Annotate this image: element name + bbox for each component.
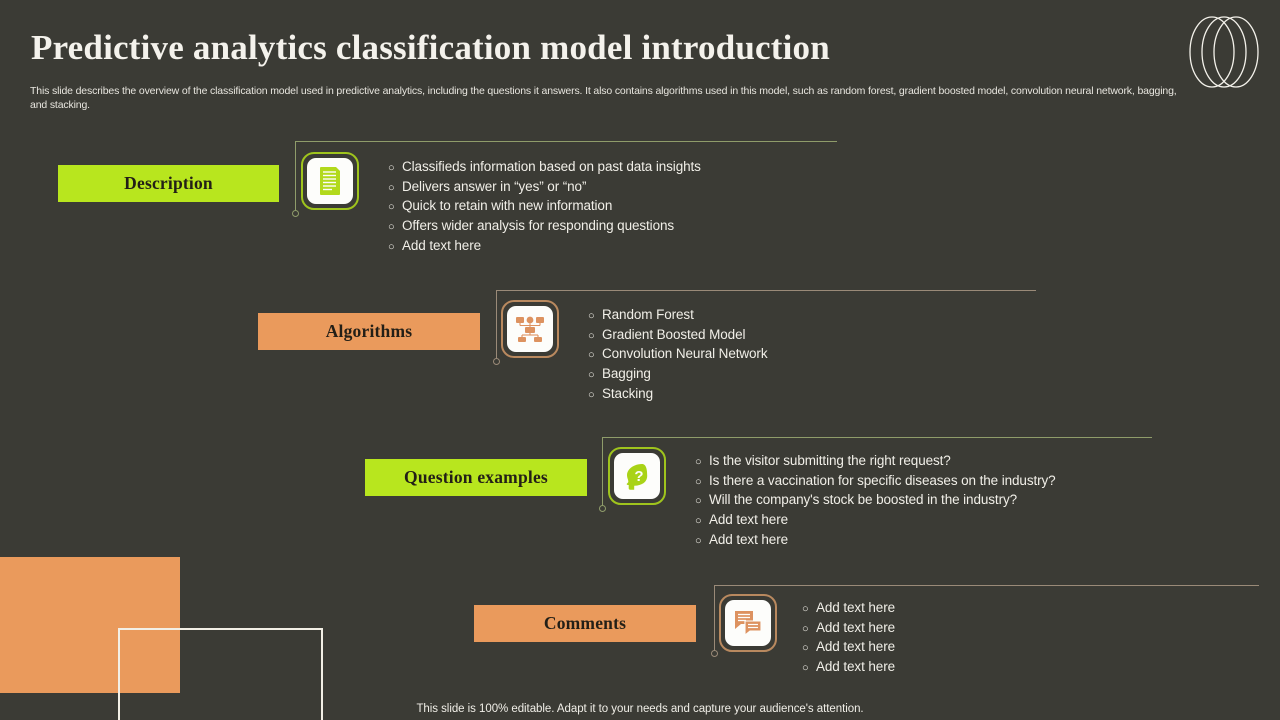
bullet-list-algorithms: ○ Random Forest ○ Gradient Boosted Model… xyxy=(588,306,768,405)
decorative-white-outline-square xyxy=(118,628,323,720)
icon-inner-description xyxy=(307,158,353,204)
three-overlapping-rings-logo xyxy=(1188,14,1260,90)
page-title: Predictive analytics classification mode… xyxy=(31,28,830,67)
bullet-list-comments: ○ Add text here ○ Add text here ○ Add te… xyxy=(802,599,895,678)
label-chip-algorithms[interactable]: Algorithms xyxy=(258,313,480,350)
list-item: ○ Random Forest xyxy=(588,306,767,326)
list-item: ○ Add text here xyxy=(802,638,895,658)
list-item: ○ Add text here xyxy=(695,511,1056,531)
list-item: ○ Add text here xyxy=(388,237,701,257)
list-item-label: Convolution Neural Network xyxy=(602,346,768,362)
bullet-marker-icon: ○ xyxy=(388,201,395,214)
bullet-marker-icon: ○ xyxy=(388,181,395,194)
list-item: ○ Will the company's stock be boosted in… xyxy=(695,491,1056,511)
list-item: ○ Delivers answer in “yes” or “no” xyxy=(388,178,701,198)
list-item-label: Bagging xyxy=(602,366,651,382)
bullet-marker-icon: ○ xyxy=(695,456,702,468)
bullet-list-description: ○ Classifieds information based on past … xyxy=(388,158,701,257)
list-item-label: Will the company's stock be boosted in t… xyxy=(709,492,1018,508)
bullet-marker-icon: ○ xyxy=(695,515,702,528)
list-item: ○ Quick to retain with new information xyxy=(388,197,701,217)
icon-tile-algorithms[interactable] xyxy=(501,300,559,358)
list-item: ○ Convolution Neural Network xyxy=(588,345,768,365)
list-item-label: Add text here xyxy=(709,531,789,547)
bullet-list-question-examples: ○ Is the visitor submitting the right re… xyxy=(695,452,1056,551)
bullet-marker-icon: ○ xyxy=(588,369,595,382)
list-item-label: Is there a vaccination for specific dise… xyxy=(709,472,1056,488)
icon-inner-comments xyxy=(725,600,771,646)
list-item-label: Add text here xyxy=(709,512,789,528)
list-item: ○ Is there a vaccination for specific di… xyxy=(695,472,1056,492)
bullet-marker-icon: ○ xyxy=(695,475,702,488)
svg-text:?: ? xyxy=(634,468,643,485)
list-item-label: Is the visitor submitting the right requ… xyxy=(709,453,951,468)
bullet-marker-icon: ○ xyxy=(802,603,809,615)
bullet-marker-icon: ○ xyxy=(802,642,809,655)
speech-bubbles-icon xyxy=(735,611,762,637)
list-item: ○ Offers wider analysis for responding q… xyxy=(388,217,701,237)
connector-bracket-comments xyxy=(711,585,1259,657)
bullet-marker-icon: ○ xyxy=(588,388,595,401)
list-item: ○ Bagging xyxy=(588,365,767,385)
icon-tile-description[interactable] xyxy=(301,152,359,210)
network-hierarchy-icon xyxy=(516,316,544,342)
list-item-label: Add text here xyxy=(816,659,896,675)
document-lines-icon xyxy=(320,167,340,195)
connector-dot-algorithms xyxy=(493,358,500,365)
list-item-label: Add text here xyxy=(816,619,896,635)
label-chip-question-examples[interactable]: Question examples xyxy=(365,459,587,496)
bullet-marker-icon: ○ xyxy=(695,534,702,547)
bullet-marker-icon: ○ xyxy=(388,162,395,174)
list-item-label: Offers wider analysis for responding que… xyxy=(402,218,675,234)
icon-inner-question-examples: ? xyxy=(614,453,660,499)
footer-note: This slide is 100% editable. Adapt it to… xyxy=(416,703,864,715)
icon-tile-question-examples[interactable]: ? xyxy=(608,447,666,505)
list-item-label: Random Forest xyxy=(602,307,694,322)
bullet-marker-icon: ○ xyxy=(802,622,809,635)
icon-tile-comments[interactable] xyxy=(719,594,777,652)
bullet-marker-icon: ○ xyxy=(588,349,595,362)
page-subtitle: This slide describes the overview of the… xyxy=(30,85,1177,111)
list-item: ○ Add text here xyxy=(695,531,1056,551)
connector-bracket-question-examples xyxy=(599,437,1152,512)
list-item-label: Gradient Boosted Model xyxy=(602,326,746,342)
list-item: ○ Classifieds information based on past … xyxy=(388,158,701,178)
connector-dot-comments xyxy=(711,650,718,657)
connector-bracket-algorithms xyxy=(493,290,1036,365)
bullet-marker-icon: ○ xyxy=(802,662,809,675)
list-item-label: Delivers answer in “yes” or “no” xyxy=(402,178,587,194)
bullet-marker-icon: ○ xyxy=(388,240,395,253)
list-item: ○ Add text here xyxy=(802,599,895,619)
list-item-label: Add text here xyxy=(402,237,482,253)
list-item-label: Quick to retain with new information xyxy=(402,198,613,214)
list-item-label: Classifieds information based on past da… xyxy=(402,159,701,174)
bullet-marker-icon: ○ xyxy=(388,221,395,234)
list-item: ○ Stacking xyxy=(588,385,767,405)
connector-dot-question-examples xyxy=(599,505,606,512)
icon-inner-algorithms xyxy=(507,306,553,352)
list-item: ○ Add text here xyxy=(802,658,895,678)
list-item-label: Add text here xyxy=(816,600,896,615)
list-item: ○ Gradient Boosted Model xyxy=(588,326,767,346)
bullet-marker-icon: ○ xyxy=(695,495,702,508)
connector-dot-description xyxy=(292,210,299,217)
list-item-label: Stacking xyxy=(602,385,653,401)
list-item: ○ Is the visitor submitting the right re… xyxy=(695,452,1056,472)
label-chip-comments[interactable]: Comments xyxy=(474,605,696,642)
bullet-marker-icon: ○ xyxy=(588,329,595,342)
list-item-label: Add text here xyxy=(816,639,896,655)
decorative-orange-block xyxy=(0,557,180,693)
connector-bracket-description xyxy=(292,141,837,217)
bullet-marker-icon: ○ xyxy=(588,310,595,322)
list-item: ○ Add text here xyxy=(802,619,895,639)
label-chip-description[interactable]: Description xyxy=(58,165,279,202)
head-question-mark-icon: ? xyxy=(626,464,648,490)
